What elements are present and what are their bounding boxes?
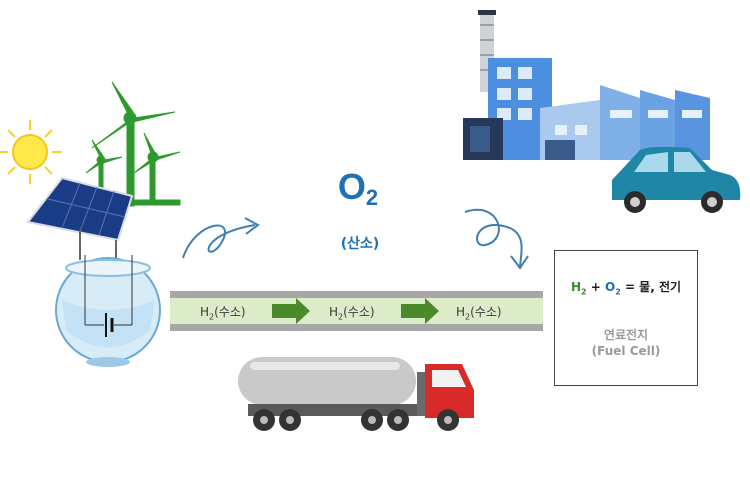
fuel-cell-equation: H2 + O2 = 물, 전기	[570, 280, 682, 297]
pipeline-label-hydrogen: H2(수소)	[200, 305, 246, 322]
solar-panel-icon	[26, 176, 134, 260]
oxygen-formula: O2	[337, 166, 379, 210]
curved-arrow-left-icon	[182, 217, 260, 259]
hydrogen-pipeline	[170, 291, 543, 331]
fuel-cell-name-en: (Fuel Cell)	[591, 344, 661, 358]
curved-arrow-right-icon	[464, 208, 529, 270]
pipeline-label-hydrogen: H2(수소)	[456, 305, 502, 322]
water-bowl-icon	[55, 255, 161, 367]
car-icon	[612, 146, 741, 213]
flow-arrow-icon	[272, 298, 310, 324]
tanker-truck-icon	[238, 357, 474, 431]
factory-icon	[463, 10, 710, 160]
oxygen-label: (산소)	[340, 236, 380, 252]
fuel-cell-name-ko: 연료전지	[603, 328, 649, 342]
pipeline-label-hydrogen: H2(수소)	[329, 305, 375, 322]
flow-arrow-icon	[401, 298, 439, 324]
sun-icon	[0, 120, 62, 184]
fuel-cell-box: H2 + O2 = 물, 전기 연료전지 (Fuel Cell)	[554, 250, 698, 386]
battery-icon	[105, 313, 114, 337]
